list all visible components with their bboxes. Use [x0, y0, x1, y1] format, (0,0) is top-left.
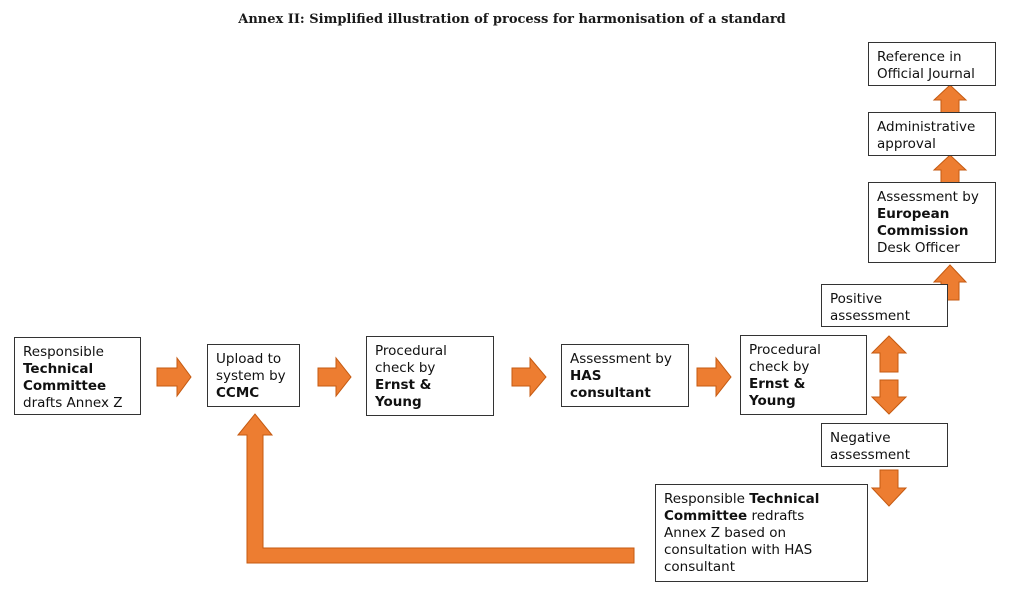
node-text-run: Technical	[749, 491, 820, 507]
node-text-line: Administrative	[877, 119, 976, 135]
node-text-line: drafts Annex Z	[23, 395, 123, 411]
node-text-line: Reference in	[877, 49, 962, 65]
node-text-line: assessment	[830, 308, 911, 324]
arrow-feedback-loop	[236, 413, 635, 564]
node-text-line: Positive	[830, 291, 883, 307]
arrow-up-admin	[932, 154, 968, 186]
node-text-line: check by	[375, 360, 436, 376]
node-text-run: Committee	[664, 508, 748, 524]
arrow-right-2	[317, 356, 352, 398]
arrow-right-3	[511, 356, 547, 398]
arrow-up-journal	[932, 84, 968, 116]
node-text-line: approval	[877, 136, 936, 152]
node-text-line: consultant	[664, 559, 859, 576]
node-text-line: Responsible	[23, 344, 104, 360]
node-text-line: Young	[749, 393, 796, 409]
node-text-line: European	[877, 206, 950, 222]
node-text-line: Desk Officer	[877, 240, 960, 256]
node-text-line: Assessment by	[877, 189, 979, 205]
node-text-line: Official Journal	[877, 66, 975, 82]
arrow-up-positive	[870, 335, 908, 373]
arrow-right-1	[156, 356, 192, 398]
node-text-line: Upload to	[216, 351, 282, 367]
node-text-line: Annex Z based on	[664, 525, 859, 542]
node-text-line: Technical	[23, 361, 94, 377]
node-text-line: Committee redrafts	[664, 508, 859, 525]
diagram-title: Annex II: Simplified illustration of pro…	[238, 12, 786, 27]
node-text-line: Responsible Technical	[664, 491, 859, 508]
node-text-line: Committee	[23, 378, 107, 394]
node-text-line: HAS	[570, 368, 602, 384]
node-text-line: Ernst &	[749, 376, 806, 392]
node-text-line: Assessment by	[570, 351, 672, 367]
node-text-line: assessment	[830, 447, 911, 463]
node-text-run: Annex Z based on	[664, 525, 787, 541]
node-text-line: consultant	[570, 385, 651, 401]
arrow-down-redraft	[870, 469, 908, 507]
node-text-line: Negative	[830, 430, 891, 446]
node-text-line: consultation with HAS	[664, 542, 859, 559]
node-text-line: system by	[216, 368, 286, 384]
node-text-line: check by	[749, 359, 810, 375]
node-text-run: Responsible	[664, 491, 750, 507]
node-text-line: Procedural	[375, 343, 447, 359]
node-text-run: consultation with HAS	[664, 542, 813, 558]
node-text-run: redrafts	[747, 508, 805, 524]
node-text-line: Commission	[877, 223, 969, 239]
arrow-down-negative	[870, 379, 908, 415]
node-text-line: Young	[375, 394, 422, 410]
node-text-line: Procedural	[749, 342, 821, 358]
node-text-run: consultant	[664, 559, 735, 575]
node-text-line: CCMC	[216, 385, 260, 401]
node-text-line: Ernst &	[375, 377, 432, 393]
arrow-right-4	[696, 356, 732, 398]
